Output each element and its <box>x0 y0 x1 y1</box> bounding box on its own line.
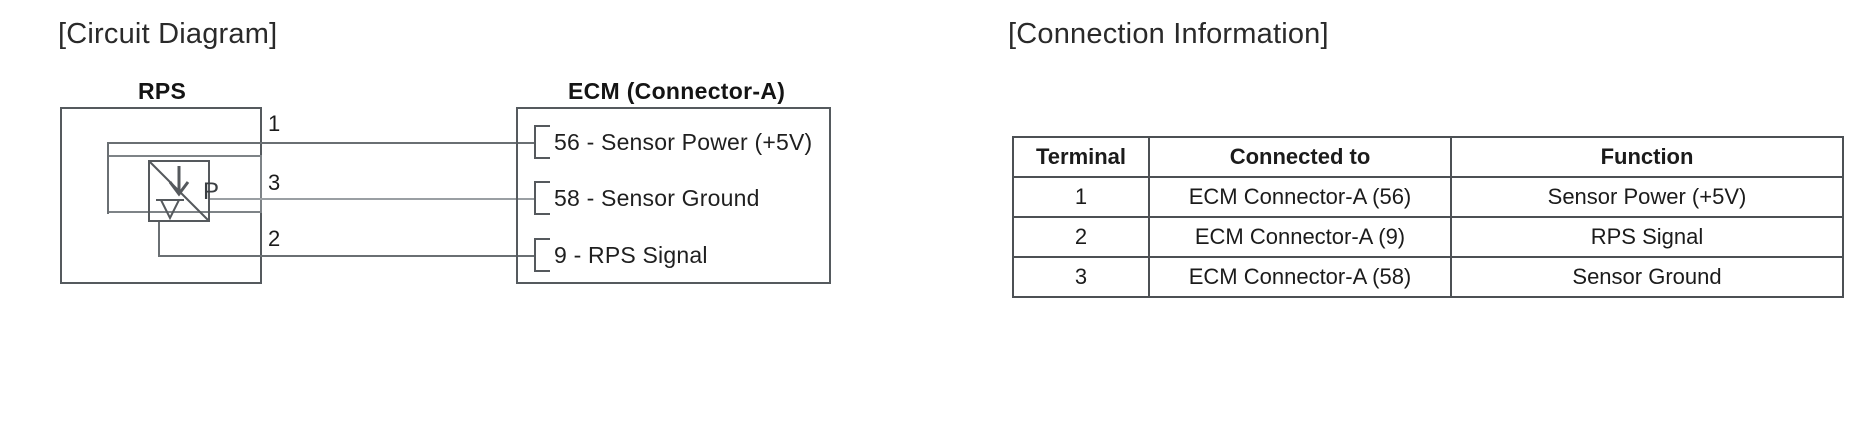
connection-information-caption: [Connection Information] <box>1008 18 1329 50</box>
table-header-terminal: Terminal <box>1012 136 1150 178</box>
rps-internal-wire-middle <box>210 198 262 200</box>
rps-pin-label-1: 1 <box>268 111 281 136</box>
harness-wire-pin2-to-9 <box>262 255 534 257</box>
rps-pin-label-3: 3 <box>268 170 281 195</box>
table-header-function: Function <box>1450 136 1844 178</box>
cell-function: Sensor Power (+5V) <box>1450 176 1844 218</box>
ecm-block-title: ECM (Connector-A) <box>568 78 786 104</box>
cell-connected-to: ECM Connector-A (9) <box>1148 216 1452 258</box>
table-header-row: Terminal Connected to Function <box>1012 136 1844 178</box>
cell-function: RPS Signal <box>1450 216 1844 258</box>
pressure-sensor-icon <box>148 160 210 222</box>
rps-internal-wire-top <box>107 142 262 144</box>
ecm-pin-row-label: 56 - Sensor Power (+5V) <box>554 128 813 155</box>
table-header-connected-to: Connected to <box>1148 136 1452 178</box>
circuit-diagram-caption: [Circuit Diagram] <box>58 18 278 50</box>
terminal-bracket-icon <box>534 125 550 159</box>
ecm-pin-row-label: 58 - Sensor Ground <box>554 184 760 211</box>
rps-internal-wire-left <box>107 142 109 214</box>
cell-terminal: 3 <box>1012 256 1150 298</box>
rps-pin-label-2: 2 <box>268 226 281 251</box>
rps-internal-wire-bottom <box>158 255 262 257</box>
rps-block-title: RPS <box>138 78 187 104</box>
cell-terminal: 2 <box>1012 216 1150 258</box>
pressure-sensor-label: P <box>203 178 220 205</box>
ecm-pin-row-9: 9 - RPS Signal <box>534 235 708 275</box>
cell-terminal: 1 <box>1012 176 1150 218</box>
table-row: 3 ECM Connector-A (58) Sensor Ground <box>1012 256 1844 298</box>
ecm-pin-row-58: 58 - Sensor Ground <box>534 178 760 218</box>
cell-connected-to: ECM Connector-A (58) <box>1148 256 1452 298</box>
cell-function: Sensor Ground <box>1450 256 1844 298</box>
table-row: 2 ECM Connector-A (9) RPS Signal <box>1012 216 1844 258</box>
connection-information-table: Terminal Connected to Function 1 ECM Con… <box>1012 136 1844 298</box>
ecm-pin-row-56: 56 - Sensor Power (+5V) <box>534 122 812 162</box>
rps-internal-wire-bottom-stub <box>158 222 160 256</box>
ecm-connector-box <box>516 107 831 284</box>
terminal-bracket-icon <box>534 238 550 272</box>
terminal-bracket-icon <box>534 181 550 215</box>
ecm-pin-row-label: 9 - RPS Signal <box>554 241 708 268</box>
table-row: 1 ECM Connector-A (56) Sensor Power (+5V… <box>1012 176 1844 218</box>
cell-connected-to: ECM Connector-A (56) <box>1148 176 1452 218</box>
harness-wire-pin1-to-56 <box>262 142 534 144</box>
harness-wire-pin3-to-58 <box>262 198 534 200</box>
